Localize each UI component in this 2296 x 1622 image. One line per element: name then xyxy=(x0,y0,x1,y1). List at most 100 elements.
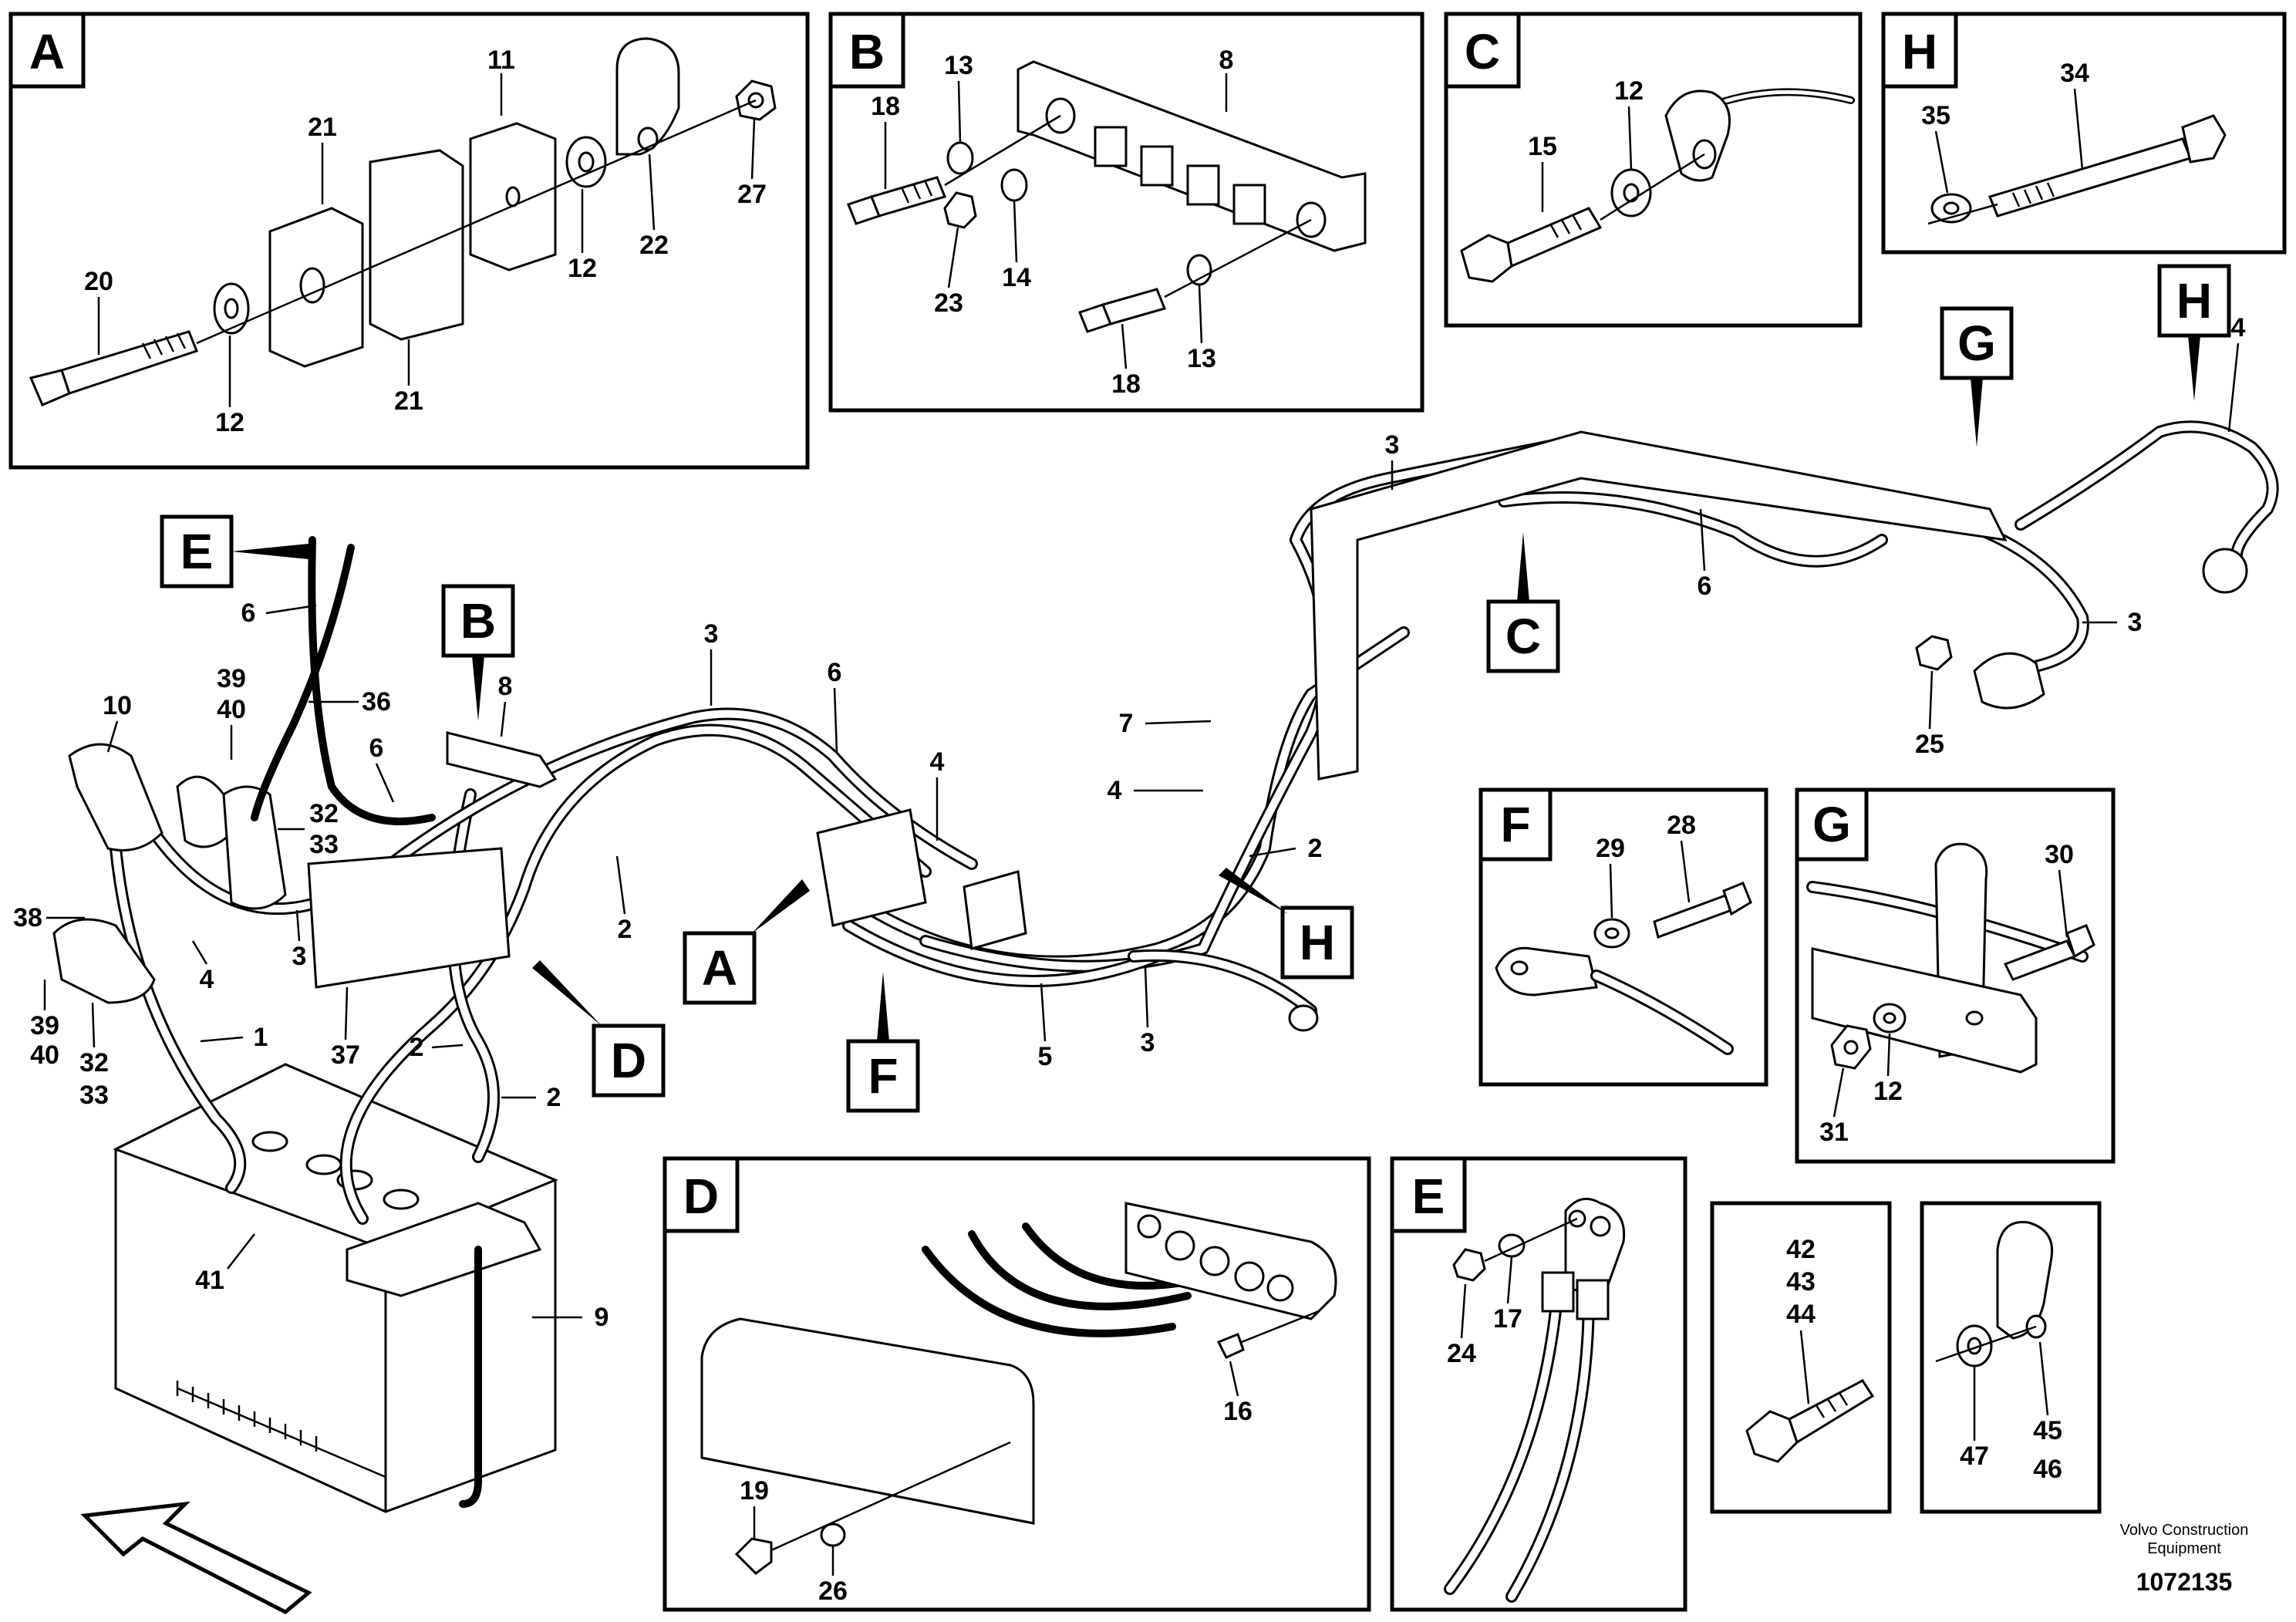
callout-3c: 3 xyxy=(1141,1028,1155,1057)
callout-9: 9 xyxy=(595,1303,609,1332)
callout-41: 41 xyxy=(195,1266,224,1295)
detail-letter-e: E xyxy=(1412,1168,1445,1224)
callout-39b: 39 xyxy=(30,1011,59,1040)
svg-text:H: H xyxy=(2176,273,2212,329)
detail-box-d: D 16 19 26 xyxy=(663,1156,1371,1612)
marker-b: B xyxy=(441,584,515,721)
footer: Volvo Construction Equipment 1072135 xyxy=(2120,1522,2249,1596)
main-assembly xyxy=(52,420,2279,1513)
detail-letter-b: B xyxy=(849,24,885,79)
callout-32a: 32 xyxy=(309,799,339,828)
marker-e: E xyxy=(160,514,308,588)
main-callouts: 6 39 40 36 10 6 32 33 38 39 40 32 33 4 3… xyxy=(13,313,2245,1332)
detail-letter-d: D xyxy=(683,1168,719,1224)
callout-2a: 2 xyxy=(410,1033,424,1062)
callout-3d: 3 xyxy=(1385,430,1400,460)
callout-45: 45 xyxy=(2033,1416,2062,1445)
callout-38: 38 xyxy=(13,903,42,932)
callout-26: 26 xyxy=(818,1576,848,1606)
callout-8: 8 xyxy=(1219,46,1234,75)
detail-letter-c: C xyxy=(1465,24,1500,79)
callout-25: 25 xyxy=(1915,730,1944,759)
detail-box-a: A 11 21 21 20 12 12 22 xyxy=(8,12,810,470)
callout-3b: 3 xyxy=(704,619,719,649)
battery xyxy=(113,1063,558,1513)
svg-text:A: A xyxy=(702,940,737,996)
callout-12c: 12 xyxy=(1614,76,1644,106)
callout-15: 15 xyxy=(1528,132,1557,161)
direction-arrow-icon xyxy=(80,1501,312,1614)
callout-18b: 18 xyxy=(1111,369,1141,399)
callout-5: 5 xyxy=(1038,1042,1053,1071)
company-line-1: Volvo Construction xyxy=(2120,1522,2249,1539)
callout-17: 17 xyxy=(1493,1304,1522,1334)
detail-box-g: G 30 31 12 xyxy=(1795,787,2116,1164)
svg-text:E: E xyxy=(180,524,214,579)
callout-33b: 33 xyxy=(79,1081,109,1110)
callout-4b: 4 xyxy=(930,747,945,777)
svg-text:H: H xyxy=(1300,915,1335,970)
callout-20: 20 xyxy=(84,267,113,296)
callout-12g: 12 xyxy=(1873,1077,1903,1106)
detail-letter-g: G xyxy=(1812,797,1851,852)
detail-letter-f: F xyxy=(1500,797,1530,852)
callout-8m: 8 xyxy=(498,672,513,701)
detail-letter-a: A xyxy=(29,24,65,79)
svg-text:D: D xyxy=(611,1033,646,1088)
marker-g: G xyxy=(1940,306,2014,447)
callout-24: 24 xyxy=(1447,1339,1476,1368)
callout-16: 16 xyxy=(1223,1397,1253,1426)
callout-2d: 2 xyxy=(1308,834,1323,863)
callout-10: 10 xyxy=(103,691,132,720)
drawing-number: 1072135 xyxy=(2136,1568,2233,1596)
callout-13: 13 xyxy=(944,51,973,80)
detail-box-h: H 35 34 xyxy=(1881,12,2287,255)
callout-36: 36 xyxy=(362,687,391,717)
callout-30: 30 xyxy=(2045,840,2074,869)
callout-28: 28 xyxy=(1667,811,1696,840)
svg-text:G: G xyxy=(1957,315,1996,371)
callout-22: 22 xyxy=(639,231,669,260)
callout-4a: 4 xyxy=(200,965,214,994)
detail-letter-h: H xyxy=(1902,24,1937,79)
callout-35: 35 xyxy=(1921,101,1950,130)
callout-6d: 6 xyxy=(1698,572,1712,601)
marker-h: H xyxy=(1219,868,1354,980)
detail-box-clip: 47 45 46 xyxy=(1920,1201,2102,1514)
detail-box-e: E 24 17 xyxy=(1390,1156,1687,1612)
callout-33a: 33 xyxy=(309,830,339,859)
callout-7: 7 xyxy=(1119,709,1134,738)
callout-44: 44 xyxy=(1786,1300,1816,1329)
callout-47: 47 xyxy=(1960,1442,1989,1471)
callout-46: 46 xyxy=(2033,1455,2062,1484)
callout-34: 34 xyxy=(2060,59,2089,88)
callout-27: 27 xyxy=(737,180,767,209)
detail-box-bolt: 42 43 44 xyxy=(1710,1201,1892,1514)
callout-23: 23 xyxy=(934,288,963,318)
callout-14: 14 xyxy=(1002,263,1031,292)
callout-6b: 6 xyxy=(369,733,384,763)
svg-text:B: B xyxy=(460,593,496,649)
callout-3a: 3 xyxy=(292,942,307,971)
detail-box-f: F 29 28 xyxy=(1478,787,1768,1087)
callout-4c: 4 xyxy=(1108,776,1122,805)
callout-40a: 40 xyxy=(217,695,246,724)
callout-4d: 4 xyxy=(2231,313,2246,342)
callout-18: 18 xyxy=(871,92,900,121)
marker-a: A xyxy=(683,879,810,1005)
callout-43: 43 xyxy=(1786,1267,1816,1297)
callout-19: 19 xyxy=(740,1476,769,1506)
callout-21: 21 xyxy=(308,113,337,142)
callout-32b: 32 xyxy=(79,1048,109,1077)
marker-h-top: H xyxy=(2157,264,2231,401)
callout-6c: 6 xyxy=(828,658,842,687)
callout-21b: 21 xyxy=(394,386,423,416)
callout-12b: 12 xyxy=(568,254,597,283)
callout-3e: 3 xyxy=(2128,608,2143,637)
callout-31: 31 xyxy=(1819,1118,1849,1147)
callout-29: 29 xyxy=(1596,834,1625,863)
callout-6a: 6 xyxy=(241,599,256,628)
callout-39a: 39 xyxy=(217,664,246,693)
marker-f: F xyxy=(846,972,920,1113)
